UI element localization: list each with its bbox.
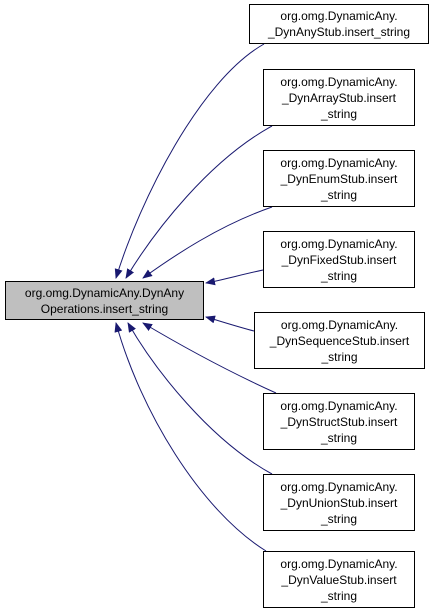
subclass-label-line: _DynFixedStub.insert — [281, 252, 397, 267]
subclass-label-line: _string — [320, 187, 358, 202]
inheritance-edge-dynvalue — [114, 322, 267, 552]
root-class-node: org.omg.DynamicAny.DynAny Operations.ins… — [5, 281, 204, 320]
subclass-node-dynarray-stub[interactable]: org.omg.DynamicAny. _DynArrayStub.insert… — [263, 69, 415, 126]
subclass-label-line: _string — [320, 106, 358, 121]
inheritance-edge-dynunion — [127, 322, 273, 475]
inheritance-edge-dynstruct — [142, 322, 277, 394]
subclass-label-line: org.omg.DynamicAny. — [280, 479, 398, 494]
subclass-label-line: _string — [320, 268, 358, 283]
subclass-label-line: org.omg.DynamicAny. — [280, 398, 398, 413]
subclass-label-line: _string — [320, 588, 358, 603]
subclass-label-line: org.omg.DynamicAny. — [280, 556, 398, 571]
subclass-label-line: org.omg.DynamicAny. — [280, 74, 398, 89]
subclass-label-line: _DynStructStub.insert — [280, 414, 398, 429]
subclass-label-line: org.omg.DynamicAny. — [280, 9, 398, 23]
inheritance-edge-dynenum — [142, 206, 273, 279]
subclass-label-line: _DynUnionStub.insert — [280, 495, 398, 510]
root-class-label-line-2: Operations.insert_string — [40, 301, 169, 316]
subclass-label-line: _DynSequenceStub.insert — [269, 333, 410, 348]
subclass-node-dynany-stub[interactable]: org.omg.DynamicAny. _DynAnyStub.insert_s… — [249, 4, 429, 44]
subclass-label-line: _DynEnumStub.insert — [280, 171, 398, 186]
subclass-label-line: org.omg.DynamicAny. — [280, 236, 398, 251]
subclass-label-line: _DynArrayStub.insert — [281, 90, 397, 105]
subclass-node-dynfixed-stub[interactable]: org.omg.DynamicAny. _DynFixedStub.insert… — [263, 231, 415, 288]
inheritance-edge-dynarray — [125, 125, 273, 279]
subclass-label-line: _DynAnyStub.insert_string — [267, 25, 411, 39]
subclass-node-dynunion-stub[interactable]: org.omg.DynamicAny. _DynUnionStub.insert… — [263, 474, 415, 531]
subclass-label-line: _string — [320, 511, 358, 526]
subclass-label-line: org.omg.DynamicAny. — [280, 155, 398, 170]
subclass-label-line: _DynValueStub.insert — [281, 572, 397, 587]
inheritance-edge-dynsequence — [205, 315, 255, 332]
subclass-node-dynstruct-stub[interactable]: org.omg.DynamicAny. _DynStructStub.inser… — [263, 393, 415, 450]
subclass-node-dynenum-stub[interactable]: org.omg.DynamicAny. _DynEnumStub.insert … — [263, 150, 415, 207]
subclass-label-line: _string — [321, 349, 358, 364]
subclass-node-dynsequence-stub[interactable]: org.omg.DynamicAny. _DynSequenceStub.ins… — [254, 312, 425, 369]
inheritance-edge-dynfixed — [205, 269, 264, 286]
subclass-label-line: _string — [320, 430, 358, 445]
root-class-label-line-1: org.omg.DynamicAny.DynAny — [24, 285, 185, 300]
inheritance-edge-dynany — [114, 43, 265, 279]
subclass-label-line: org.omg.DynamicAny. — [280, 317, 399, 332]
subclass-node-dynvalue-stub[interactable]: org.omg.DynamicAny. _DynValueStub.insert… — [263, 551, 415, 608]
